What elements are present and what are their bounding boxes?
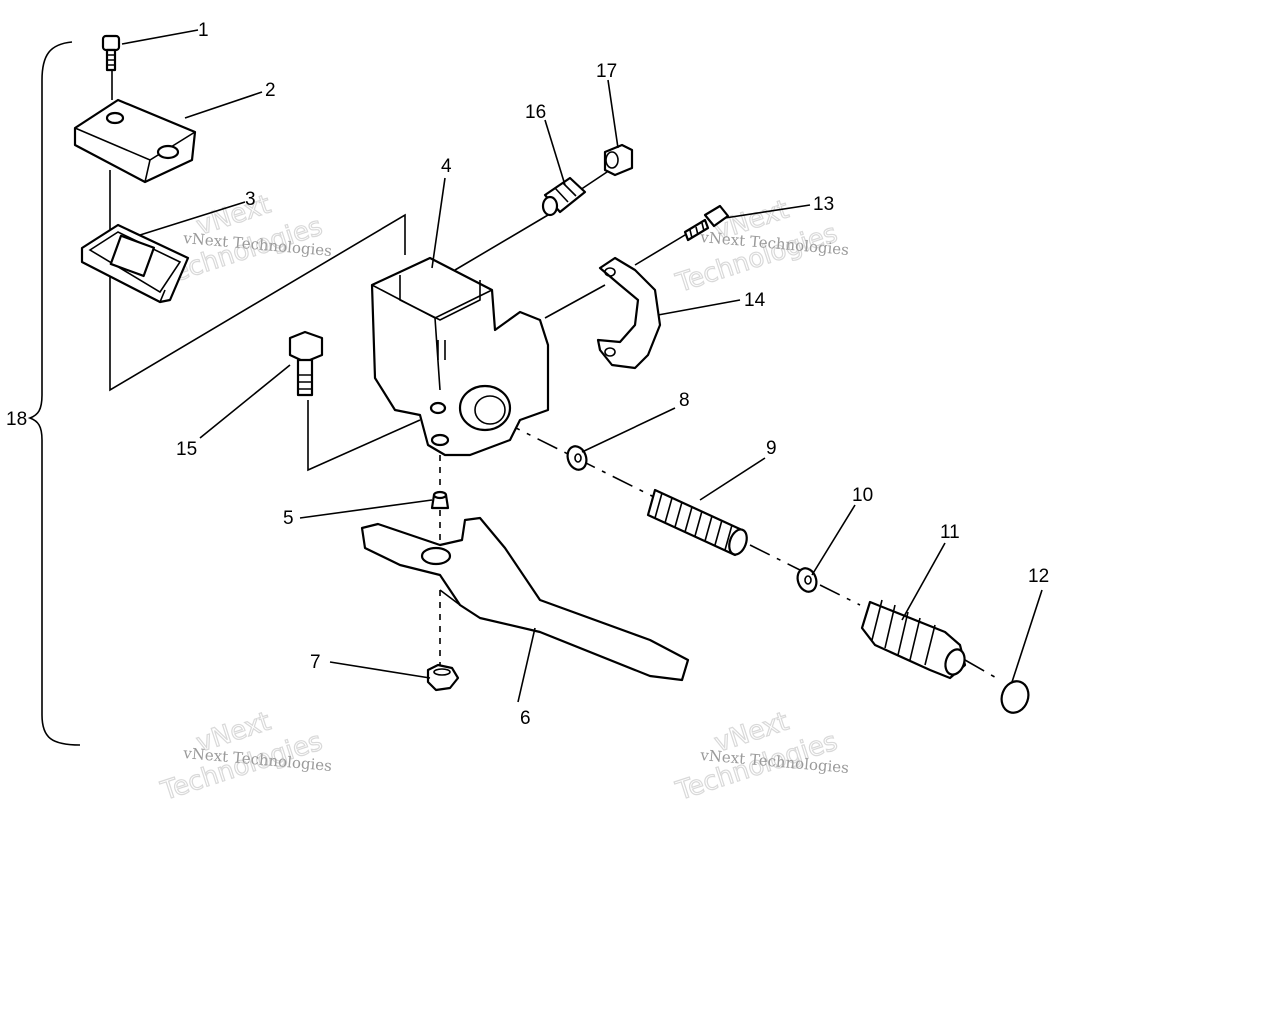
callout-leaders xyxy=(121,29,1043,703)
reservoir-cover-part xyxy=(73,98,197,184)
callout-18: 18 xyxy=(6,409,27,430)
brake-lever-part xyxy=(360,516,690,682)
clamp-leader-line xyxy=(544,231,691,319)
callout-11: 11 xyxy=(940,522,960,543)
nut-part xyxy=(426,663,460,692)
washer-part xyxy=(566,445,588,471)
watermark-bottom-right: vNext Technologies vNext Technologies xyxy=(671,706,849,808)
master-cylinder-body-part xyxy=(370,256,550,457)
handlebar-clamp-part xyxy=(596,256,662,370)
callout-1: 1 xyxy=(198,20,209,41)
piston-part xyxy=(860,599,967,680)
diaphragm-gasket-part xyxy=(80,223,190,304)
callout-16: 16 xyxy=(525,102,546,123)
reservoir-leader-line xyxy=(109,170,406,392)
callout-3: 3 xyxy=(245,189,256,210)
fitting-leader-line xyxy=(454,169,611,271)
clamp-screw-part xyxy=(683,204,730,242)
callout-9: 9 xyxy=(766,438,777,459)
watermark-bottom-left: vNext Technologies vNext Technologies xyxy=(156,706,332,808)
callout-4: 4 xyxy=(441,156,452,177)
bushing-part xyxy=(430,490,450,510)
callout-15: 15 xyxy=(176,439,197,460)
callout-2: 2 xyxy=(265,80,276,101)
fitting-cap-part xyxy=(603,143,634,177)
callout-14: 14 xyxy=(744,290,766,311)
callout-10: 10 xyxy=(852,485,873,506)
callout-6: 6 xyxy=(520,708,531,729)
spring-part xyxy=(646,488,748,557)
snap-ring-part xyxy=(1000,680,1030,714)
screw-part xyxy=(101,34,121,72)
callout-17: 17 xyxy=(596,61,617,82)
pivot-bolt-part xyxy=(288,330,324,397)
callout-13: 13 xyxy=(813,194,834,215)
assembly-bracket xyxy=(27,41,81,746)
callout-7: 7 xyxy=(310,652,321,673)
callout-8: 8 xyxy=(679,390,690,411)
banjo-fitting-part xyxy=(541,176,587,217)
bolt-leader-line xyxy=(307,400,421,472)
callout-5: 5 xyxy=(283,508,294,529)
callout-numbers: 1 2 3 4 5 6 7 8 9 10 11 12 13 14 15 16 1… xyxy=(6,20,1049,729)
callout-12: 12 xyxy=(1028,566,1049,587)
